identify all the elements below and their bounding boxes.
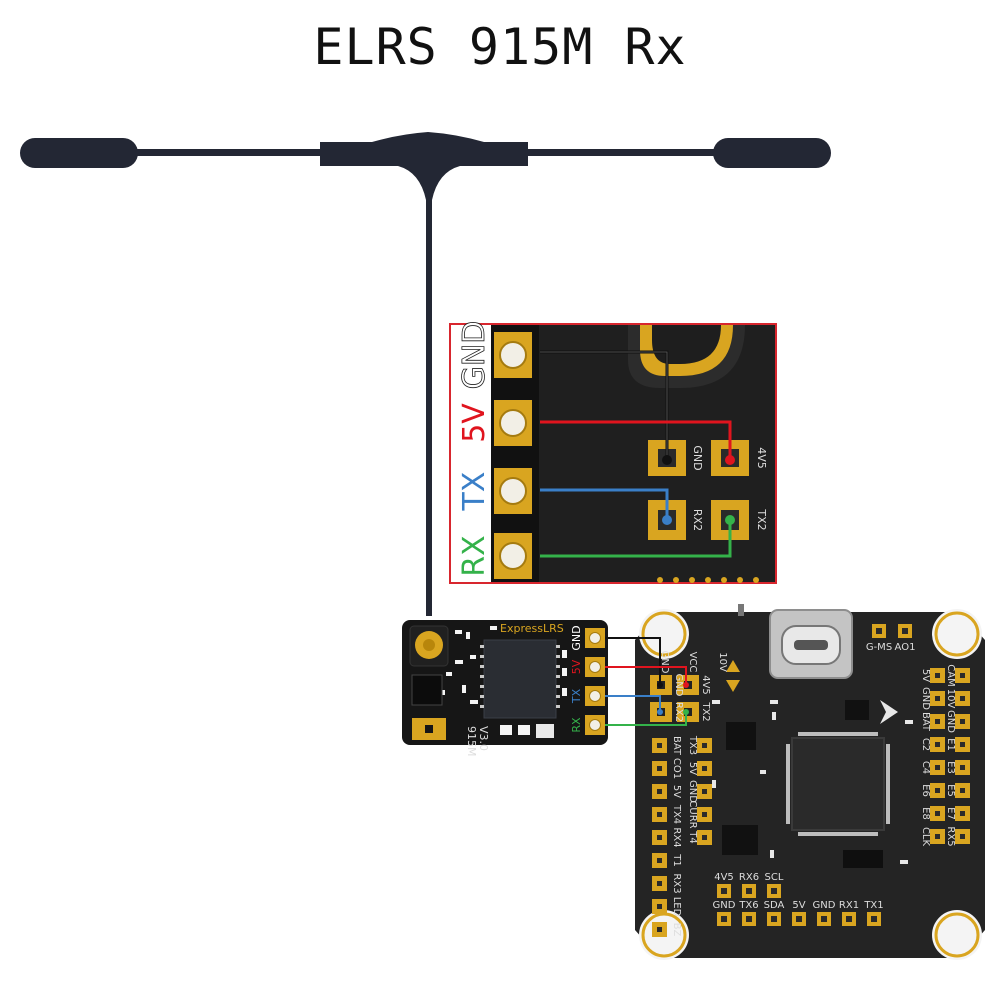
fc-bottom-label: GND [813,900,836,911]
fc-pad-label: 5V [920,669,931,682]
fc-pad-label: BAT [671,736,682,756]
t-antenna [20,132,831,616]
rx-model-label: 915M [465,726,478,757]
fc-pad-label: 5V [671,785,682,798]
zoom-wire-tx [540,488,669,520]
fc-pad-label: GND [920,687,931,710]
fc-bottom-label: TX1 [863,900,883,911]
fc-pad-label: RX3 [671,873,682,893]
fc-pad-label: TX3 [687,735,698,755]
fc-mcu-chip [791,737,885,831]
fc-pad-label: GND [687,780,698,803]
zoom-label-gnd: GND [457,321,492,390]
fc-bottom-label: GND [713,900,736,911]
fc-pad-label: RX4 [671,827,682,847]
fc-pad-label: CLK [920,827,931,847]
antenna-right-element [713,138,831,168]
orientation-arrow-icon [880,700,898,724]
rx-version-label: V3.0 [477,726,490,751]
antenna-left-element [20,138,138,168]
fc-top-right-label: AO1 [895,642,916,653]
fc-bottom-top-label: SCL [765,872,784,883]
fc-label-rx2: RX2 [673,702,684,722]
fc-pad-label: CAM [945,664,956,686]
fc-bottom-top-label: RX6 [739,872,759,883]
rx-brand-label: ExpressLRS [500,622,564,635]
wire-gnd [605,637,661,685]
wire-tx [605,695,661,712]
fc-pad-label: C4 [920,761,931,774]
fc-pad-label: RX5 [945,826,956,846]
fc-bottom-label: TX6 [738,900,758,911]
fc-pad-label: T1 [671,853,682,866]
rx-main-chip [483,639,557,719]
fc-pad-label: T4 [687,830,698,843]
wire-5v [605,666,687,685]
fc-pad-label: E1 [945,738,956,751]
rx-pin-5v: 5V [570,659,583,674]
zoom-fc-label-tx2: TX2 [755,508,768,530]
fc-pad-label: GND [945,710,956,733]
rx-fc-wires [605,637,689,726]
zoom-label-5v: 5V [457,403,492,443]
fc-top-left-label: 10V [717,652,728,672]
fc-gyro-chip [726,722,756,750]
fc-label-gnd: GND [673,674,684,697]
fc-label-4v5: 4V5 [700,675,711,695]
fc-bottom-label: 5V [792,900,805,911]
elrs-receiver-board: ExpressLRS 915M V3.0 GND 5V TX RX [402,620,608,757]
fc-bottom-top-label: 4V5 [714,872,734,883]
fc-pad-label: TX4 [671,804,682,824]
antenna-hub [320,132,528,200]
zoom-label-tx: TX [457,472,492,512]
fc-top-left-labels: GND VCC 10V [659,651,728,674]
fc-bottom-label: RX1 [839,900,859,911]
fc-pad-label: E5 [945,784,956,797]
fc-pad-label: LED [671,897,682,917]
fc-pad-label: E3 [945,761,956,774]
fc-bottom-label: SDA [764,900,785,911]
fc-pad-label: E8 [920,807,931,820]
fc-pad-label: CURR [687,800,698,828]
fc-pad-label: BAT [920,712,931,732]
zoom-fc-label-4v5: 4V5 [755,447,768,469]
fc-top-left-label: VCC [687,652,698,673]
rx-pin-gnd: GND [570,625,583,650]
fc-top-right-label: G-MS [866,642,892,653]
zoom-label-rx: RX [457,535,492,576]
fc-pad-label: C2 [920,738,931,751]
diagram-title: ELRS 915M Rx [313,18,687,76]
zoom-wire-gnd [540,350,669,460]
zoom-fc-label-gnd: GND [691,445,704,470]
zoom-fc-label-rx2: RX2 [691,509,704,531]
fc-pad-label: 5V [687,762,698,775]
fc-pad-label: E7 [945,807,956,820]
rx-crystal [536,724,554,738]
fc-top-left-label: GND [659,651,670,674]
antenna-coax [426,196,432,616]
zoom-wire-5v [540,420,732,460]
zoom-inset: GND 5V TX RX GND 4V5 RX2 TX2 [449,320,777,584]
fc-label-tx2: TX2 [700,701,711,721]
fc-pad-label: CO1 [671,758,682,779]
fc-mounting-holes [639,609,982,960]
zoom-wire-rx [540,520,732,558]
rx-pin-tx: TX [570,688,583,704]
fc-pad-label: E6 [920,784,931,797]
fc-pad-label: 10V [945,689,956,709]
wire-rx [605,712,687,726]
fc-pad-label: BZ [671,923,682,937]
rx-pin-rx: RX [570,717,583,733]
